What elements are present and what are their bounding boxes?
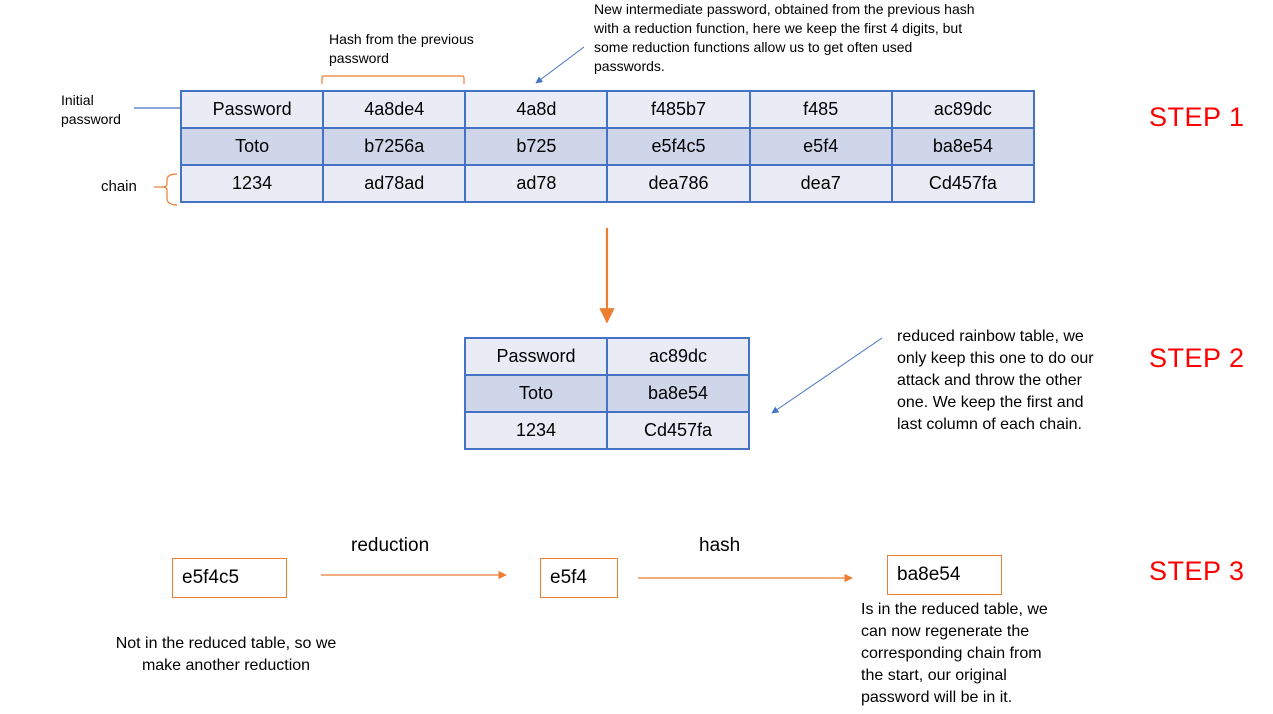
full-cell: Password [179, 90, 325, 129]
full-cell: Toto [179, 127, 325, 166]
initial-password-label: Initial password [61, 92, 121, 127]
flow-box-hash: e5f4c5 [172, 558, 287, 598]
full-cell: ad78ad [322, 164, 467, 203]
flow-box-reduced-text: e5f4 [550, 567, 587, 588]
full-cell: dea786 [606, 164, 751, 203]
reduced-cell: ba8e54 [606, 374, 750, 413]
intermediate-arrow [535, 46, 585, 84]
chain-brace [161, 173, 178, 206]
reduced-cell: 1234 [464, 411, 608, 450]
full-cell: 4a8d [464, 90, 609, 129]
reduced-note-arrow [771, 337, 883, 414]
full-cell: 4a8de4 [322, 90, 467, 129]
full-cell: dea7 [748, 164, 893, 203]
flow-box-reduced: e5f4 [540, 558, 618, 598]
flow-box-found-text: ba8e54 [897, 564, 961, 585]
intermediate-note: New intermediate password, obtained from… [594, 1, 975, 74]
full-cell: e5f4c5 [606, 127, 751, 166]
full-cell: e5f4 [748, 127, 893, 166]
full-cell: 1234 [179, 164, 325, 203]
hash-note: Hash from the previous password [329, 31, 474, 66]
hash-label: hash [699, 535, 741, 556]
step-2-label: STEP 2 [1149, 343, 1245, 373]
full-cell: ad78 [464, 164, 609, 203]
reduction-label: reduction [351, 535, 430, 556]
step-1-label: STEP 1 [1149, 102, 1245, 132]
step-3-label: STEP 3 [1149, 556, 1245, 586]
in-table-note: Is in the reduced table, we can now rege… [861, 601, 1048, 706]
full-cell: f485b7 [606, 90, 751, 129]
chain-label: chain [101, 178, 137, 195]
full-cell: f485 [748, 90, 893, 129]
full-cell: Cd457fa [890, 164, 1036, 203]
not-in-table-note: Not in the reduced table, so we make ano… [115, 635, 337, 674]
hash-brace [321, 75, 465, 84]
flow-box-hash-text: e5f4c5 [182, 567, 240, 588]
full-cell: ba8e54 [890, 127, 1036, 166]
full-cell: b725 [464, 127, 609, 166]
reduced-cell: Cd457fa [606, 411, 750, 450]
reduced-note: reduced rainbow table, we only keep this… [897, 328, 1094, 433]
reduced-cell: Toto [464, 374, 608, 413]
flow-box-found: ba8e54 [887, 555, 1002, 595]
full-cell: ac89dc [890, 90, 1036, 129]
reduced-cell: Password [464, 337, 608, 376]
reduced-cell: ac89dc [606, 337, 750, 376]
full-cell: b7256a [322, 127, 467, 166]
